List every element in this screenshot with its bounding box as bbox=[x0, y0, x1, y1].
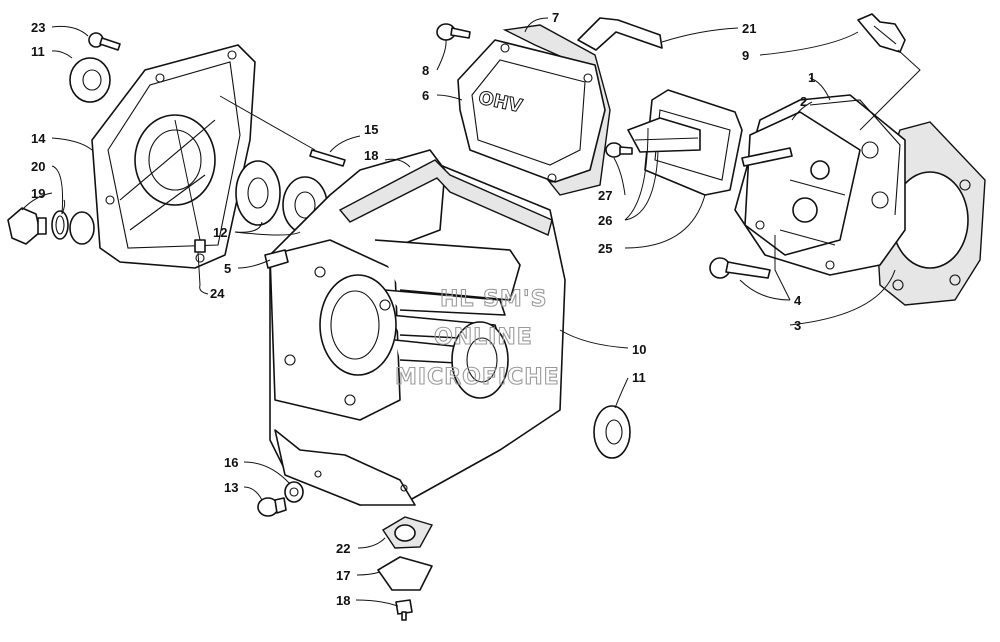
seal-part bbox=[69, 211, 95, 245]
callout-4: 4 bbox=[794, 293, 802, 308]
cover-bolt-part bbox=[88, 32, 121, 51]
cover-screw-part bbox=[436, 23, 471, 41]
bottom-screw-part bbox=[395, 599, 413, 621]
base-gasket-part bbox=[338, 159, 553, 236]
leader-lines bbox=[21, 17, 921, 607]
shaft-part bbox=[309, 149, 346, 167]
valve-cover-part: OHV bbox=[457, 39, 606, 183]
callout-3: 3 bbox=[794, 318, 801, 333]
callout-7: 7 bbox=[552, 10, 559, 25]
breather-screw-part bbox=[605, 142, 633, 158]
breather-hose-part bbox=[577, 17, 663, 51]
callout-18: 18 bbox=[336, 593, 350, 608]
bottom-gasket-part bbox=[382, 516, 434, 549]
callout-19: 18 bbox=[364, 148, 378, 163]
callout-14: 16 bbox=[224, 455, 238, 470]
callout-11-upper: 11 bbox=[31, 44, 45, 59]
callout-10: 10 bbox=[632, 342, 646, 357]
callout-20: 19 bbox=[31, 186, 45, 201]
watermark-line-2: ONLINE bbox=[434, 325, 533, 350]
bottom-plate-part bbox=[377, 556, 433, 591]
watermark-line-3: MICROFICHE bbox=[395, 365, 560, 390]
watermark: HL SM'S ONLINE MICROFICHE bbox=[394, 286, 560, 390]
callout-27: 26 bbox=[598, 213, 612, 228]
head-stud-part bbox=[741, 147, 793, 167]
callout-15: 14 bbox=[31, 131, 46, 146]
callouts: 23 11 14 20 19 24 15 18 12 5 16 13 22 17… bbox=[31, 10, 815, 608]
callout-8: 8 bbox=[422, 63, 429, 78]
bearing-right-part bbox=[593, 405, 631, 459]
callout-26: 25 bbox=[598, 241, 612, 256]
callout-6: 6 bbox=[422, 88, 429, 103]
bolt-small-part bbox=[257, 497, 287, 517]
callout-23: 22 bbox=[336, 541, 350, 556]
callout-1: 1 bbox=[808, 70, 815, 85]
o-ring-part bbox=[51, 210, 69, 240]
callout-21: 20 bbox=[31, 159, 45, 174]
callout-9: 9 bbox=[742, 48, 749, 63]
dowel-pin-part bbox=[194, 239, 206, 253]
callout-11-lower: 11 bbox=[632, 370, 646, 385]
callout-16: 15 bbox=[364, 122, 378, 137]
crankcase-cover-part bbox=[91, 44, 256, 269]
callout-22: 21 bbox=[742, 21, 756, 36]
crankcase-dowel-part bbox=[264, 249, 289, 269]
watermark-line-1: HL SM'S bbox=[440, 287, 547, 312]
callout-24: 23 bbox=[31, 20, 45, 35]
washer-part bbox=[284, 481, 304, 503]
bearing-upper-left-part bbox=[69, 57, 111, 103]
callout-28: 27 bbox=[598, 188, 612, 203]
head-bolt-part bbox=[709, 257, 771, 279]
callout-25: 24 bbox=[210, 286, 225, 301]
callout-2: 2 bbox=[800, 94, 807, 109]
callout-13: 13 bbox=[224, 480, 238, 495]
callout-12: 12 bbox=[213, 225, 227, 240]
breather-reed-part bbox=[627, 117, 701, 153]
drain-plug-part bbox=[7, 207, 47, 245]
spark-plug-part bbox=[857, 13, 906, 53]
cylinder-head-part bbox=[734, 94, 906, 276]
callout-17: 17 bbox=[336, 568, 350, 583]
callout-5: 5 bbox=[224, 261, 231, 276]
